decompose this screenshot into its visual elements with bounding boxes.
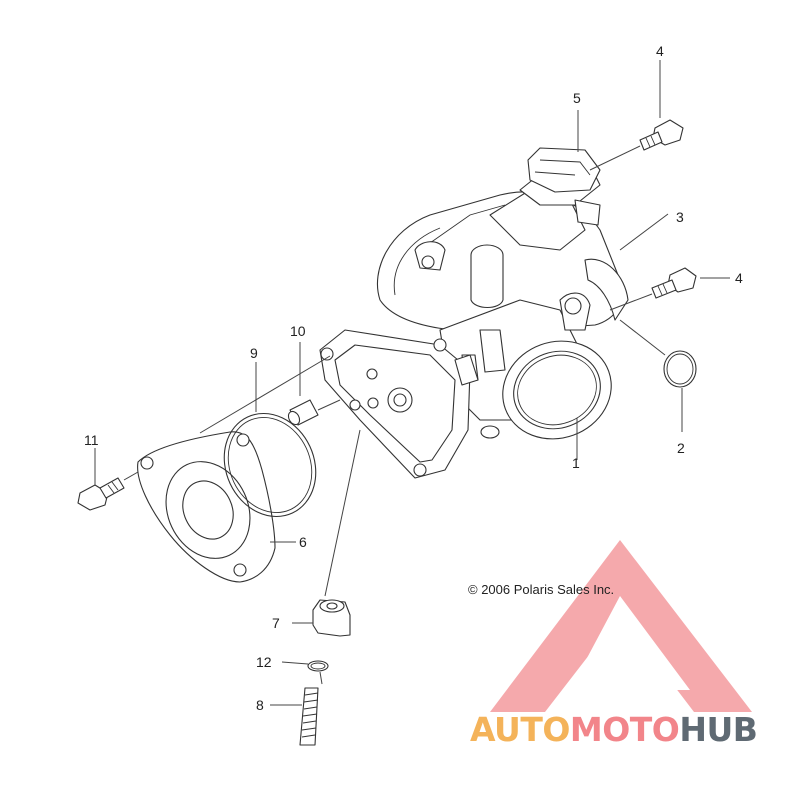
- leader-lines: [94, 60, 730, 706]
- watermark-wordmark: AUTOMOTOHUB: [470, 710, 757, 749]
- hex-nut: [312, 599, 351, 637]
- callout-3: 3: [676, 209, 684, 225]
- callout-4-right: 4: [735, 270, 743, 286]
- callout-5: 5: [573, 90, 581, 106]
- sensor-connector: [527, 147, 601, 193]
- brand-part-hub: HUB: [679, 710, 757, 749]
- dowel-pin: [287, 399, 319, 426]
- copyright-text: © 2006 Polaris Sales Inc.: [468, 582, 614, 597]
- callout-2: 2: [677, 440, 685, 456]
- callout-4-top: 4: [656, 43, 664, 59]
- brand-part-auto: AUTO: [470, 710, 570, 749]
- throttle-body: [376, 147, 629, 440]
- washer: [307, 660, 329, 672]
- watermark-logo: [490, 540, 752, 712]
- o-ring-small: [663, 350, 697, 388]
- callout-10: 10: [290, 323, 306, 339]
- callout-labels: 1 2 3 4 4 5 6 7 8 9 10 11 12: [84, 43, 743, 713]
- o-ring-large: [223, 412, 317, 518]
- callout-7: 7: [272, 615, 280, 631]
- callout-8: 8: [256, 697, 264, 713]
- callout-6: 6: [299, 534, 307, 550]
- callout-9: 9: [250, 345, 258, 361]
- screw-right: [651, 267, 697, 299]
- cover-housing: [319, 329, 479, 479]
- callout-11: 11: [84, 432, 99, 448]
- threaded-stud: [299, 687, 319, 746]
- callout-12: 12: [256, 654, 272, 670]
- cover-plate: [137, 431, 276, 583]
- callout-1: 1: [572, 455, 580, 471]
- screw-top: [639, 119, 684, 151]
- brand-part-moto: MOTO: [570, 710, 679, 749]
- screw-left: [77, 477, 125, 511]
